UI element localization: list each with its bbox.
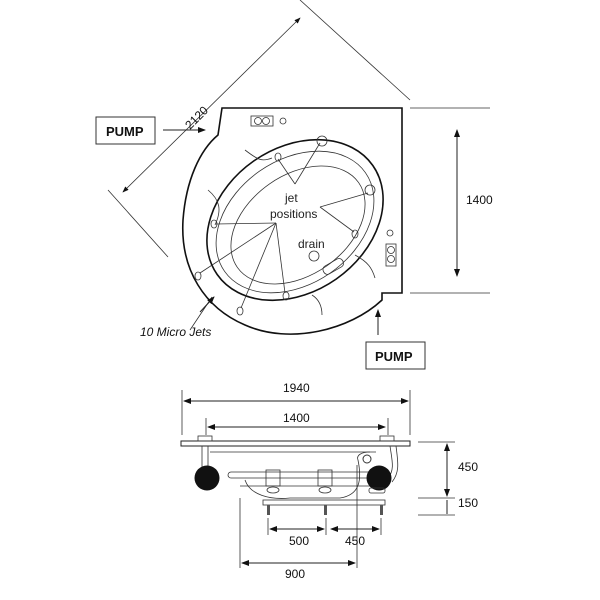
jet-icon — [364, 184, 376, 196]
jet-fitting — [266, 486, 280, 494]
handle — [322, 258, 344, 275]
control-knob — [254, 117, 262, 125]
pump-label: PUMP — [375, 349, 413, 364]
jet-icon — [236, 306, 244, 316]
dimension-line-2120 — [122, 17, 301, 193]
jet-label: positions — [270, 207, 317, 221]
fitting — [197, 435, 213, 442]
dim-label-900: 900 — [285, 567, 305, 581]
jet-label: jet — [284, 191, 298, 205]
tub-contour — [354, 254, 376, 279]
jet-fitting — [317, 469, 333, 487]
jet-icon — [274, 152, 282, 162]
tub-deck — [180, 440, 411, 447]
control-knob — [279, 117, 287, 125]
pump-label: PUMP — [106, 124, 144, 139]
dim-label-450: 450 — [345, 534, 365, 548]
fitting — [368, 487, 386, 494]
pump-motor — [366, 465, 392, 491]
tub-outline — [182, 107, 403, 335]
drain-icon — [362, 454, 372, 464]
drain-label: drain — [298, 237, 325, 251]
jet-icon — [282, 291, 290, 301]
tub-rim — [206, 138, 384, 302]
tub-inner-rim — [215, 150, 375, 294]
micro-jets-label: 10 Micro Jets — [140, 325, 211, 339]
dim-label-1400: 1400 — [283, 411, 310, 425]
pump-box-left — [95, 116, 156, 145]
jet-fitting — [318, 486, 332, 494]
extension-line — [107, 189, 169, 258]
tub-contour — [244, 149, 273, 161]
jet-icon — [316, 135, 328, 147]
base-frame — [262, 499, 386, 506]
dim-label-2120: 2120 — [182, 103, 211, 132]
fitting — [379, 435, 395, 442]
control-knob — [387, 246, 395, 254]
pump-box-bottom — [365, 341, 426, 370]
jets — [194, 135, 376, 316]
side-view: 1940 1400 450 150 — [180, 381, 478, 581]
pump-motor — [194, 465, 220, 491]
control-panel — [250, 115, 274, 127]
control-knob — [262, 117, 270, 125]
legs — [267, 505, 383, 515]
drain-icon — [308, 250, 320, 262]
top-view: 2120 — [95, 0, 493, 370]
dim-label-1400: 1400 — [466, 193, 493, 207]
dim-label-1940: 1940 — [283, 381, 310, 395]
dim-label-500: 500 — [289, 534, 309, 548]
micro-jets-arrow — [199, 296, 215, 313]
jet-fitting — [265, 469, 281, 487]
tub-basin — [244, 451, 371, 499]
control-panel — [385, 243, 397, 267]
control-knob — [386, 229, 394, 237]
control-knob — [387, 255, 395, 263]
jet-icon — [351, 229, 359, 239]
pipe — [227, 471, 387, 479]
dim-label-150: 150 — [458, 496, 478, 510]
jet-icon — [194, 271, 202, 281]
tub-contour — [311, 294, 323, 316]
tub-basin — [230, 165, 366, 285]
dim-label-450: 450 — [458, 460, 478, 474]
extension-line — [299, 0, 411, 101]
